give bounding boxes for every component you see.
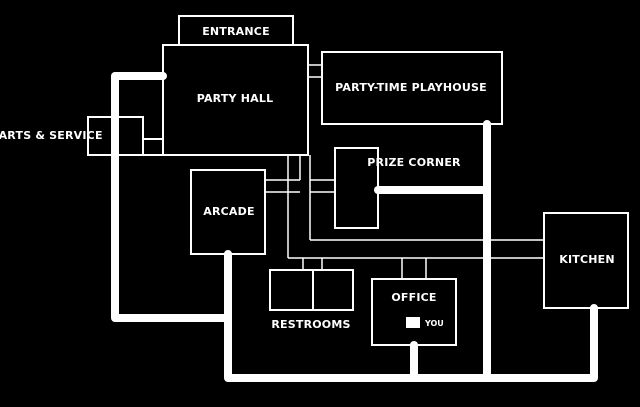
you-marker-icon (406, 317, 420, 328)
label-kitchen: KITCHEN (559, 253, 615, 266)
label-party-hall: PARTY HALL (197, 92, 274, 105)
vent-ducts (111, 72, 598, 382)
hallways (143, 64, 544, 279)
label-parts-service: PARTS & SERVICE (0, 129, 103, 142)
you-marker: YOU (406, 317, 444, 328)
label-playhouse: PARTY-TIME PLAYHOUSE (335, 81, 487, 94)
room-restrooms-right[interactable] (312, 269, 354, 311)
room-kitchen[interactable] (543, 212, 629, 309)
room-playhouse[interactable] (321, 51, 503, 125)
label-restrooms: RESTROOMS (271, 318, 350, 331)
label-entrance: ENTRANCE (202, 25, 270, 38)
room-party-hall[interactable] (162, 44, 309, 156)
room-office[interactable] (371, 278, 457, 346)
rooms (87, 15, 629, 346)
room-restrooms-left[interactable] (269, 269, 314, 311)
room-arcade[interactable] (190, 169, 266, 255)
label-office: OFFICE (391, 291, 436, 304)
room-labels: ENTRANCE PARTY HALL PARTY-TIME PLAYHOUSE… (0, 25, 615, 331)
room-parts-service[interactable] (87, 116, 144, 156)
you-marker-label: YOU (424, 319, 444, 328)
label-arcade: ARCADE (203, 205, 254, 218)
room-parts-service-annex (142, 138, 164, 156)
room-prize-corner[interactable] (334, 147, 379, 229)
label-prize-corner: PRIZE CORNER (367, 156, 461, 169)
vent-duct-west (111, 72, 232, 322)
